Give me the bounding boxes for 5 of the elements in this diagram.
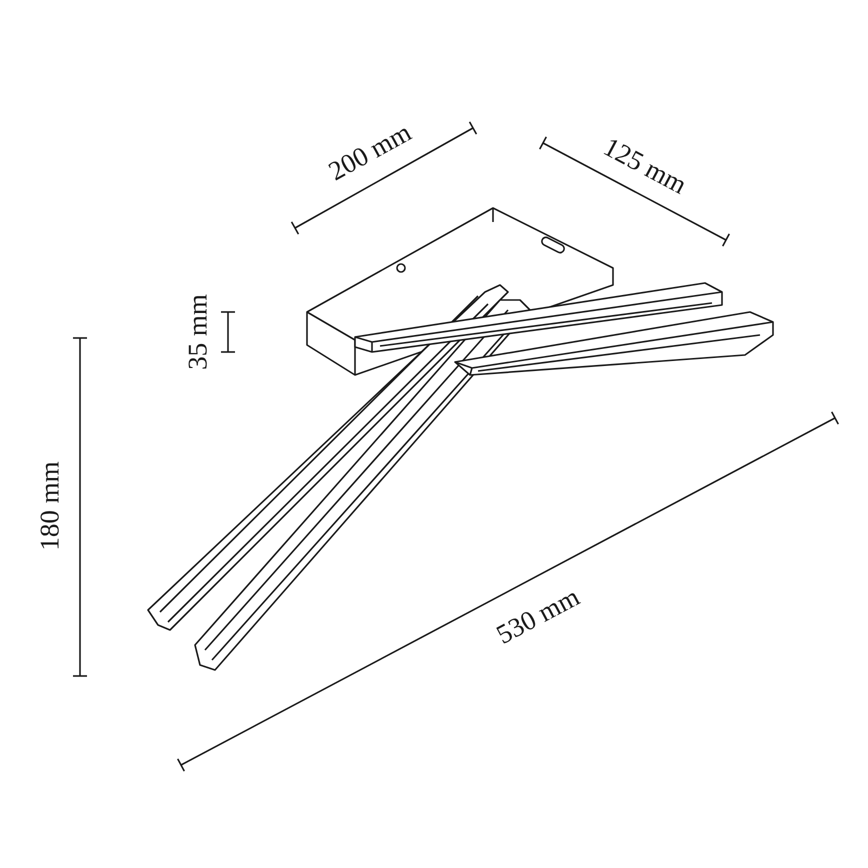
dimension-label: 125 mm xyxy=(598,131,692,201)
dimension-label: 530 mm xyxy=(491,581,585,651)
dimension-label: 200 mm xyxy=(323,116,417,188)
dimension-label: 180 mm xyxy=(34,461,66,551)
dimension-label: 35 mm xyxy=(182,294,214,370)
